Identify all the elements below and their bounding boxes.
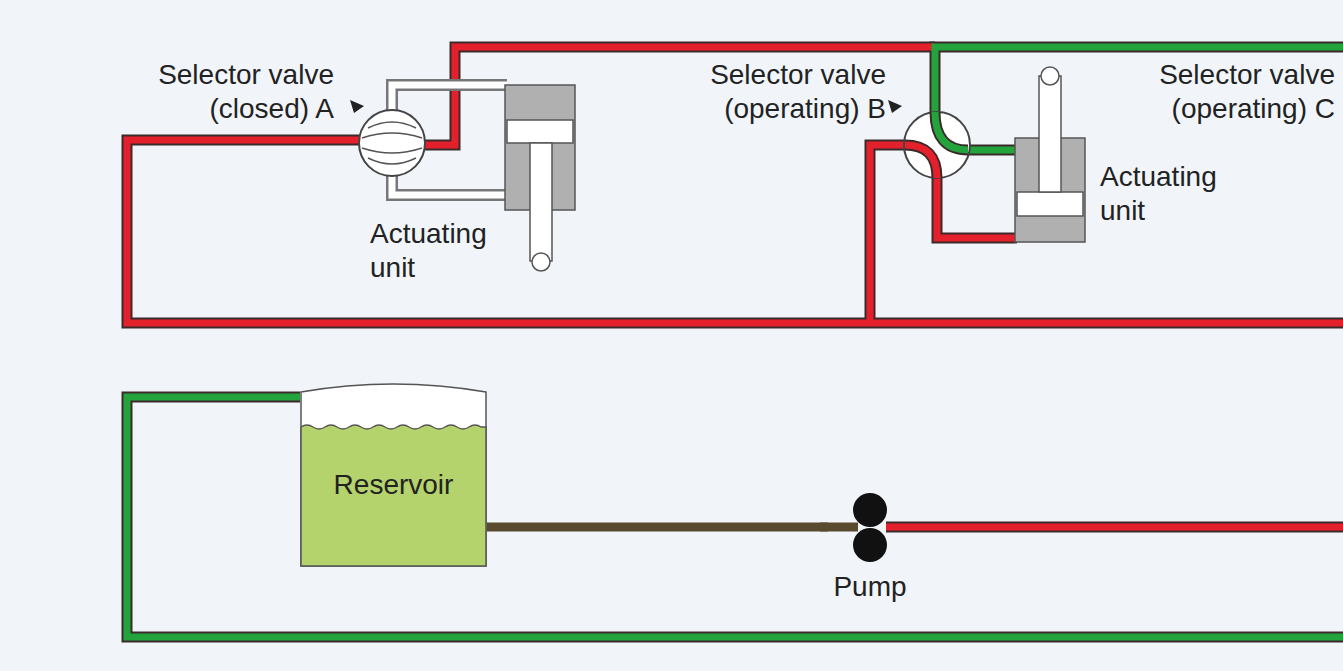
valve-label: Selector valve (operating) B <box>660 58 886 126</box>
pump: Pump <box>828 490 912 608</box>
node-text: Pump <box>828 570 912 604</box>
reservoir-tank: Reservoir <box>300 380 487 567</box>
valve-label: Selector valve (closed) A <box>112 58 334 126</box>
suction-line <box>487 523 828 532</box>
node-text: Reservoir <box>300 468 487 502</box>
valve-label: Selector valve (operating) C <box>1115 58 1335 126</box>
actuator-label: Actuating unit <box>370 217 522 285</box>
actuator-label: Actuating unit <box>1100 160 1260 228</box>
